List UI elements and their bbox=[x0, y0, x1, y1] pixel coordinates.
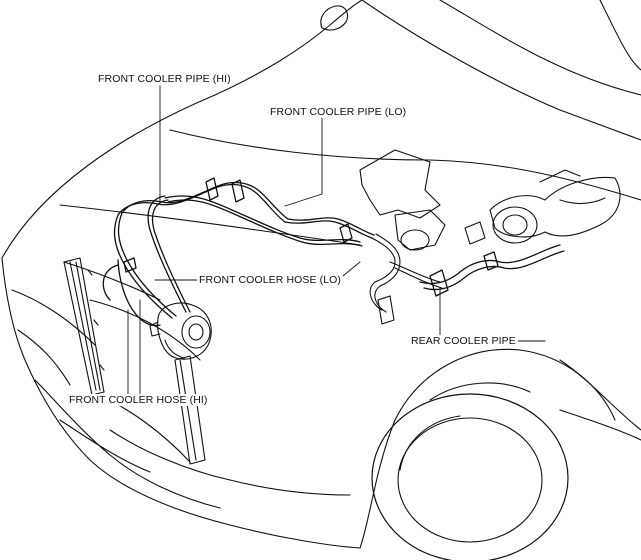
label-front-cooler-hose-lo: FRONT COOLER HOSE (LO) bbox=[197, 274, 344, 286]
rear-cooler-pipe bbox=[419, 244, 565, 297]
label-front-cooler-pipe-hi: FRONT COOLER PIPE (HI) bbox=[96, 73, 233, 85]
front-cooler-pipe-lo bbox=[164, 195, 375, 247]
label-front-cooler-pipe-lo: FRONT COOLER PIPE (LO) bbox=[268, 106, 409, 118]
front-cooler-pipe-hi bbox=[117, 177, 289, 223]
front-cooler-hoses bbox=[102, 195, 191, 327]
junction-block bbox=[359, 149, 446, 325]
ac-compressor bbox=[149, 302, 212, 360]
condenser bbox=[63, 257, 206, 465]
label-rear-cooler-pipe: REAR COOLER PIPE bbox=[409, 335, 518, 347]
label-front-cooler-hose-hi: FRONT COOLER HOSE (HI) bbox=[67, 394, 210, 406]
rear-unit bbox=[464, 169, 621, 245]
